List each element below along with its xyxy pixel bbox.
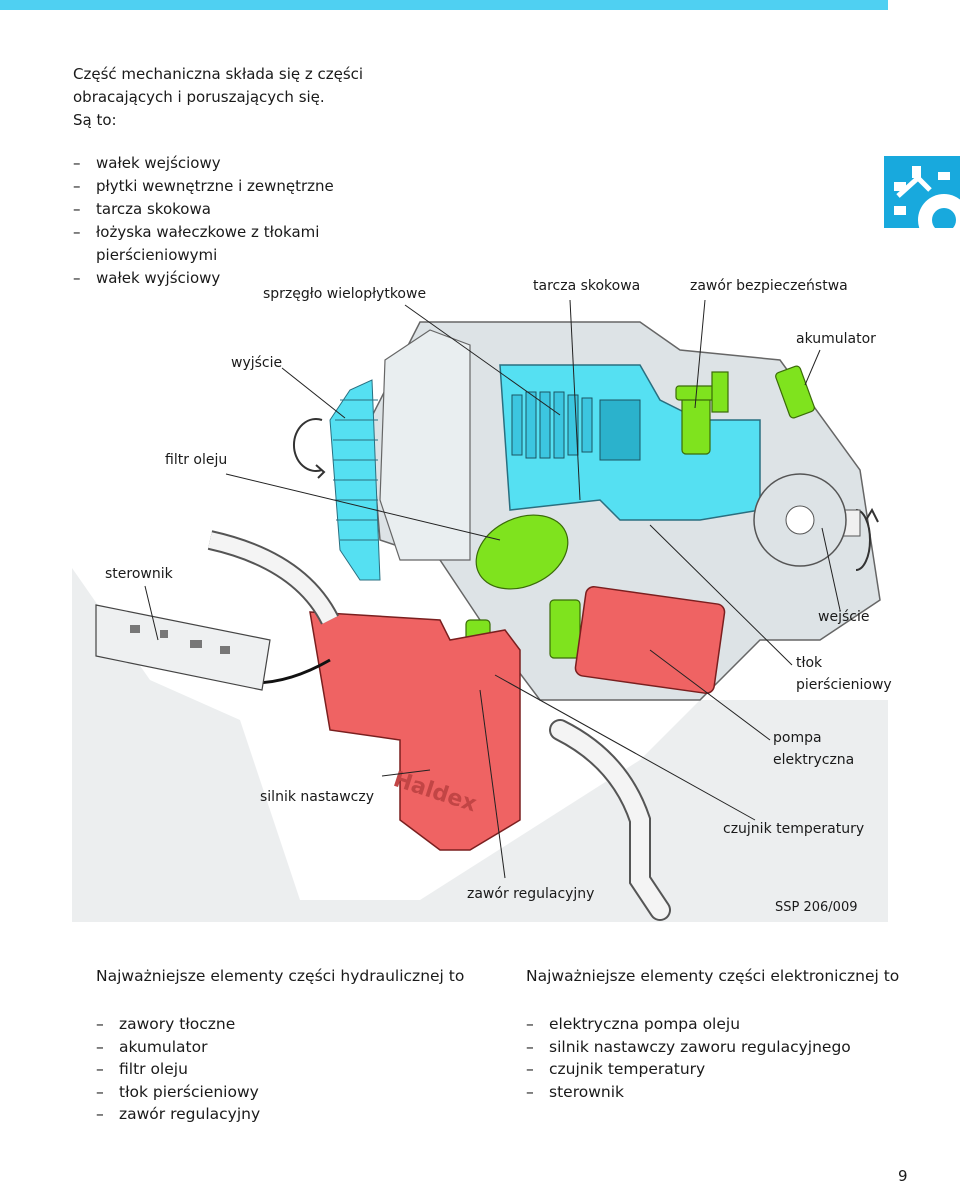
list-item: zawór regulacyjny (96, 1103, 260, 1126)
list-item: czujnik temperatury (526, 1058, 851, 1081)
label-control-valve: zawór regulacyjny (467, 886, 595, 902)
label-output: wyjście (231, 355, 283, 371)
label-controller: sterownik (105, 566, 173, 582)
mechanical-parts-list: wałek wejściowy płytki wewnętrzne i zewn… (73, 152, 363, 290)
intro-line: Są to: (73, 111, 117, 129)
intro-line: Część mechaniczna składa się z części (73, 65, 364, 83)
list-item: wałek wyjściowy (73, 267, 363, 290)
electronic-title: Najważniejsze elementy części elektronic… (526, 967, 900, 985)
label-line: pompa (773, 730, 822, 746)
list-item: tłok pierścieniowy (96, 1081, 260, 1104)
label-line: elektryczna (773, 752, 855, 768)
intro-text: Część mechaniczna składa się z części ob… (73, 63, 363, 132)
list-item: łożyska wałeczkowe z tłokami pierścienio… (73, 221, 363, 267)
list-item: akumulator (96, 1036, 260, 1059)
list-item: tarcza skokowa (73, 198, 363, 221)
list-item: elektryczna pompa oleju (526, 1013, 851, 1036)
list-item: filtr oleju (96, 1058, 260, 1081)
label-line: tłok (796, 655, 823, 671)
label-swash-plate: tarcza skokowa (533, 278, 641, 294)
label-actuator-motor: silnik nastawczy (260, 789, 374, 805)
label-line: pierścieniowy (796, 677, 892, 693)
label-clutch: sprzęgło wielopłytkowe (263, 286, 427, 302)
list-item: wałek wejściowy (73, 152, 363, 175)
label-electric-pump: pompa elektryczna (773, 727, 854, 771)
electronic-list: elektryczna pompa oleju silnik nastawczy… (526, 1013, 851, 1103)
label-annular-piston: tłok pierścieniowy (796, 652, 892, 696)
hydraulic-title: Najważniejsze elementy części hydraulicz… (96, 967, 465, 985)
page-number: 9 (898, 1167, 908, 1185)
figure-code: SSP 206/009 (775, 900, 858, 915)
top-accent-bar (0, 0, 888, 10)
label-input: wejście (818, 609, 870, 625)
label-oil-filter: filtr oleju (165, 452, 228, 468)
list-item: zawory tłoczne (96, 1013, 260, 1036)
intro-line: obracających i poruszających się. (73, 88, 325, 106)
hydraulic-list: zawory tłoczne akumulator filtr oleju tł… (96, 1013, 260, 1126)
list-item: sterownik (526, 1081, 851, 1104)
label-temperature-sensor: czujnik temperatury (723, 821, 865, 837)
list-item: płytki wewnętrzne i zewnętrzne (73, 175, 363, 198)
list-item: silnik nastawczy zaworu regulacyjnego (526, 1036, 851, 1059)
label-safety-valve: zawór bezpieczeństwa (690, 278, 848, 294)
label-accumulator: akumulator (796, 331, 876, 347)
